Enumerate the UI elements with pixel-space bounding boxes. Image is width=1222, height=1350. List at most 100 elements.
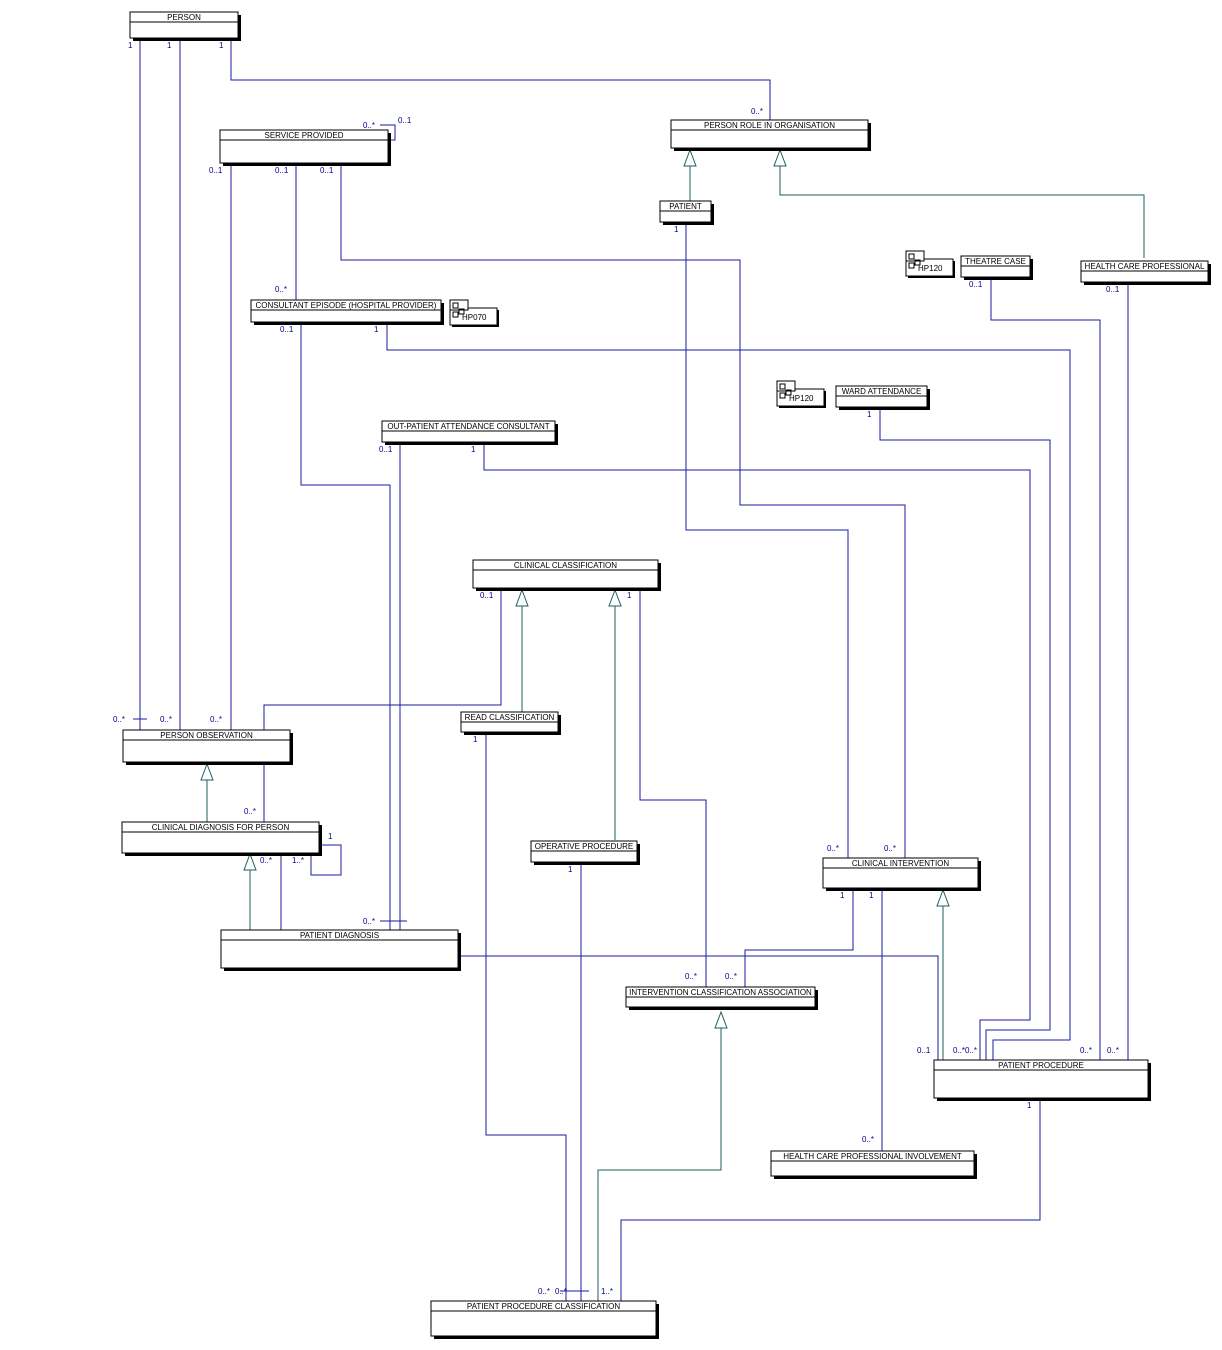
class-name: HEALTH CARE PROFESSIONAL INVOLVEMENT	[783, 1152, 962, 1161]
package-glyph-icon	[908, 253, 921, 269]
multiplicity: 0..1	[280, 325, 294, 334]
assoc-classification-ica	[639, 588, 707, 987]
generalization-lines	[200, 148, 1145, 1301]
multiplicity: 1	[167, 41, 172, 50]
multiplicity: 1	[627, 591, 632, 600]
package-label: HP070	[462, 313, 487, 322]
package-icon-hp120-b[interactable]: HP120	[776, 380, 826, 408]
gen-arrow	[683, 148, 697, 167]
assoc-service-self	[380, 124, 396, 141]
package-glyph-icon	[452, 302, 465, 318]
class-clinical-diagnosis[interactable]: CLINICAL DIAGNOSIS FOR PERSON	[121, 821, 322, 856]
class-name: THEATRE CASE	[965, 257, 1026, 266]
multiplicity: 1	[869, 891, 874, 900]
package-label: HP120	[789, 394, 814, 403]
class-name: PERSON OBSERVATION	[160, 731, 253, 740]
class-patient-procedure[interactable]: PATIENT PROCEDURE	[933, 1059, 1151, 1101]
class-name: CLINICAL INTERVENTION	[852, 859, 950, 868]
gen-hcp-role	[779, 166, 1145, 258]
gen-arrow	[243, 852, 257, 871]
multiplicity: 1	[568, 865, 573, 874]
class-name: OPERATIVE PROCEDURE	[535, 842, 634, 851]
multiplicity: 0..*	[275, 285, 287, 294]
class-patient[interactable]: PATIENT	[659, 200, 714, 225]
class-ica[interactable]: INTERVENTION CLASSIFICATION ASSOCIATION	[625, 986, 818, 1010]
multiplicity-labels: 1 1 1 0..* 0..* 0..1 0..1 0..1 0..1 1 0.…	[113, 41, 1120, 1296]
multiplicity: 1	[1027, 1101, 1032, 1110]
class-service-provided[interactable]: SERVICE PROVIDED	[219, 129, 391, 166]
multiplicity: 0..*	[1080, 1046, 1092, 1055]
class-name: PATIENT DIAGNOSIS	[300, 931, 379, 940]
multiplicity: 1	[374, 325, 379, 334]
class-box	[219, 129, 389, 164]
assoc-intervention-ica	[744, 888, 854, 987]
class-ppc[interactable]: PATIENT PROCEDURE CLASSIFICATION	[430, 1300, 659, 1339]
class-hcp-involvement[interactable]: HEALTH CARE PROFESSIONAL INVOLVEMENT	[770, 1150, 977, 1179]
multiplicity: 0..*	[210, 715, 222, 724]
assoc-ward-procedure	[879, 407, 1051, 1060]
class-clinical-classification[interactable]: CLINICAL CLASSIFICATION	[472, 559, 661, 591]
multiplicity: 1..*	[292, 856, 304, 865]
class-outpatient[interactable]: OUT-PATIENT ATTENDANCE CONSULTANT	[381, 420, 558, 445]
multiplicity: 1	[219, 41, 224, 50]
gen-arrow	[936, 888, 950, 907]
multiplicity: 0..1	[275, 166, 289, 175]
multiplicity: 0..*	[555, 1287, 567, 1296]
assoc-diagnosis-self	[310, 844, 342, 876]
gen-ppc-ica	[597, 1028, 722, 1301]
class-box	[430, 1300, 657, 1337]
multiplicity: 0..1	[209, 166, 223, 175]
class-box	[121, 821, 320, 854]
package-icon-hp120-a[interactable]: HP120	[905, 250, 955, 278]
class-boxes: PERSON SERVICE PROVIDED PERSON ROLE IN ORG…	[121, 11, 1211, 1339]
multiplicity: 0..*	[884, 844, 896, 853]
class-box	[122, 729, 291, 763]
multiplicity: 0..*	[244, 807, 256, 816]
multiplicity: 0..*	[751, 107, 763, 116]
package-icon-hp070[interactable]: HP070	[449, 299, 499, 327]
class-name: CLINICAL DIAGNOSIS FOR PERSON	[152, 823, 290, 832]
gen-arrow	[773, 148, 787, 167]
class-person-role[interactable]: PERSON ROLE IN ORGANISATION	[670, 119, 871, 151]
class-name: INTERVENTION CLASSIFICATION ASSOCIATION	[629, 988, 812, 997]
class-name: PATIENT PROCEDURE	[998, 1061, 1084, 1070]
class-operative-procedure[interactable]: OPERATIVE PROCEDURE	[530, 840, 640, 865]
class-clinical-intervention[interactable]: CLINICAL INTERVENTION	[822, 857, 981, 891]
class-box	[822, 857, 979, 889]
multiplicity: 0..*	[160, 715, 172, 724]
class-person[interactable]: PERSON	[129, 11, 241, 41]
class-box	[770, 1150, 975, 1177]
class-name: PATIENT	[669, 202, 702, 211]
multiplicity: 0..*	[862, 1135, 874, 1144]
assoc-diagnosis-procedure	[280, 853, 939, 1060]
gen-arrow	[200, 762, 214, 781]
assoc-patient-intervention	[685, 222, 849, 858]
class-name: OUT-PATIENT ATTENDANCE CONSULTANT	[387, 422, 549, 431]
class-box	[129, 11, 239, 39]
class-name: HEALTH CARE PROFESSIONAL	[1085, 262, 1205, 271]
class-ward-attendance[interactable]: WARD ATTENDANCE	[835, 385, 930, 410]
assoc-episode-procedure	[386, 322, 1071, 1060]
multiplicity: 0..*	[827, 844, 839, 853]
assoc-service-intervention	[340, 163, 906, 858]
multiplicity: 0..*0..*	[953, 1046, 977, 1055]
class-box	[250, 299, 442, 323]
class-patient-diagnosis[interactable]: PATIENT DIAGNOSIS	[220, 929, 461, 971]
assoc-theatre-procedure	[990, 277, 1101, 1060]
class-theatre-case[interactable]: THEATRE CASE	[960, 255, 1033, 280]
multiplicity: 0..*	[113, 715, 125, 724]
class-name: PERSON	[167, 13, 201, 22]
multiplicity: 0..1	[480, 591, 494, 600]
class-name: SERVICE PROVIDED	[265, 131, 344, 140]
package-body	[449, 307, 498, 326]
multiplicity: 0..1	[320, 166, 334, 175]
multiplicity: 0..*	[725, 972, 737, 981]
class-consultant-episode[interactable]: CONSULTANT EPISODE (HOSPITAL PROVIDER)	[250, 299, 444, 325]
class-person-observation[interactable]: PERSON OBSERVATION	[122, 729, 293, 765]
class-read-classification[interactable]: READ CLASSIFICATION	[460, 711, 561, 735]
class-box	[220, 929, 459, 969]
assoc-outpatient-procedure	[483, 442, 1031, 1060]
class-hcp[interactable]: HEALTH CARE PROFESSIONAL	[1080, 260, 1211, 285]
